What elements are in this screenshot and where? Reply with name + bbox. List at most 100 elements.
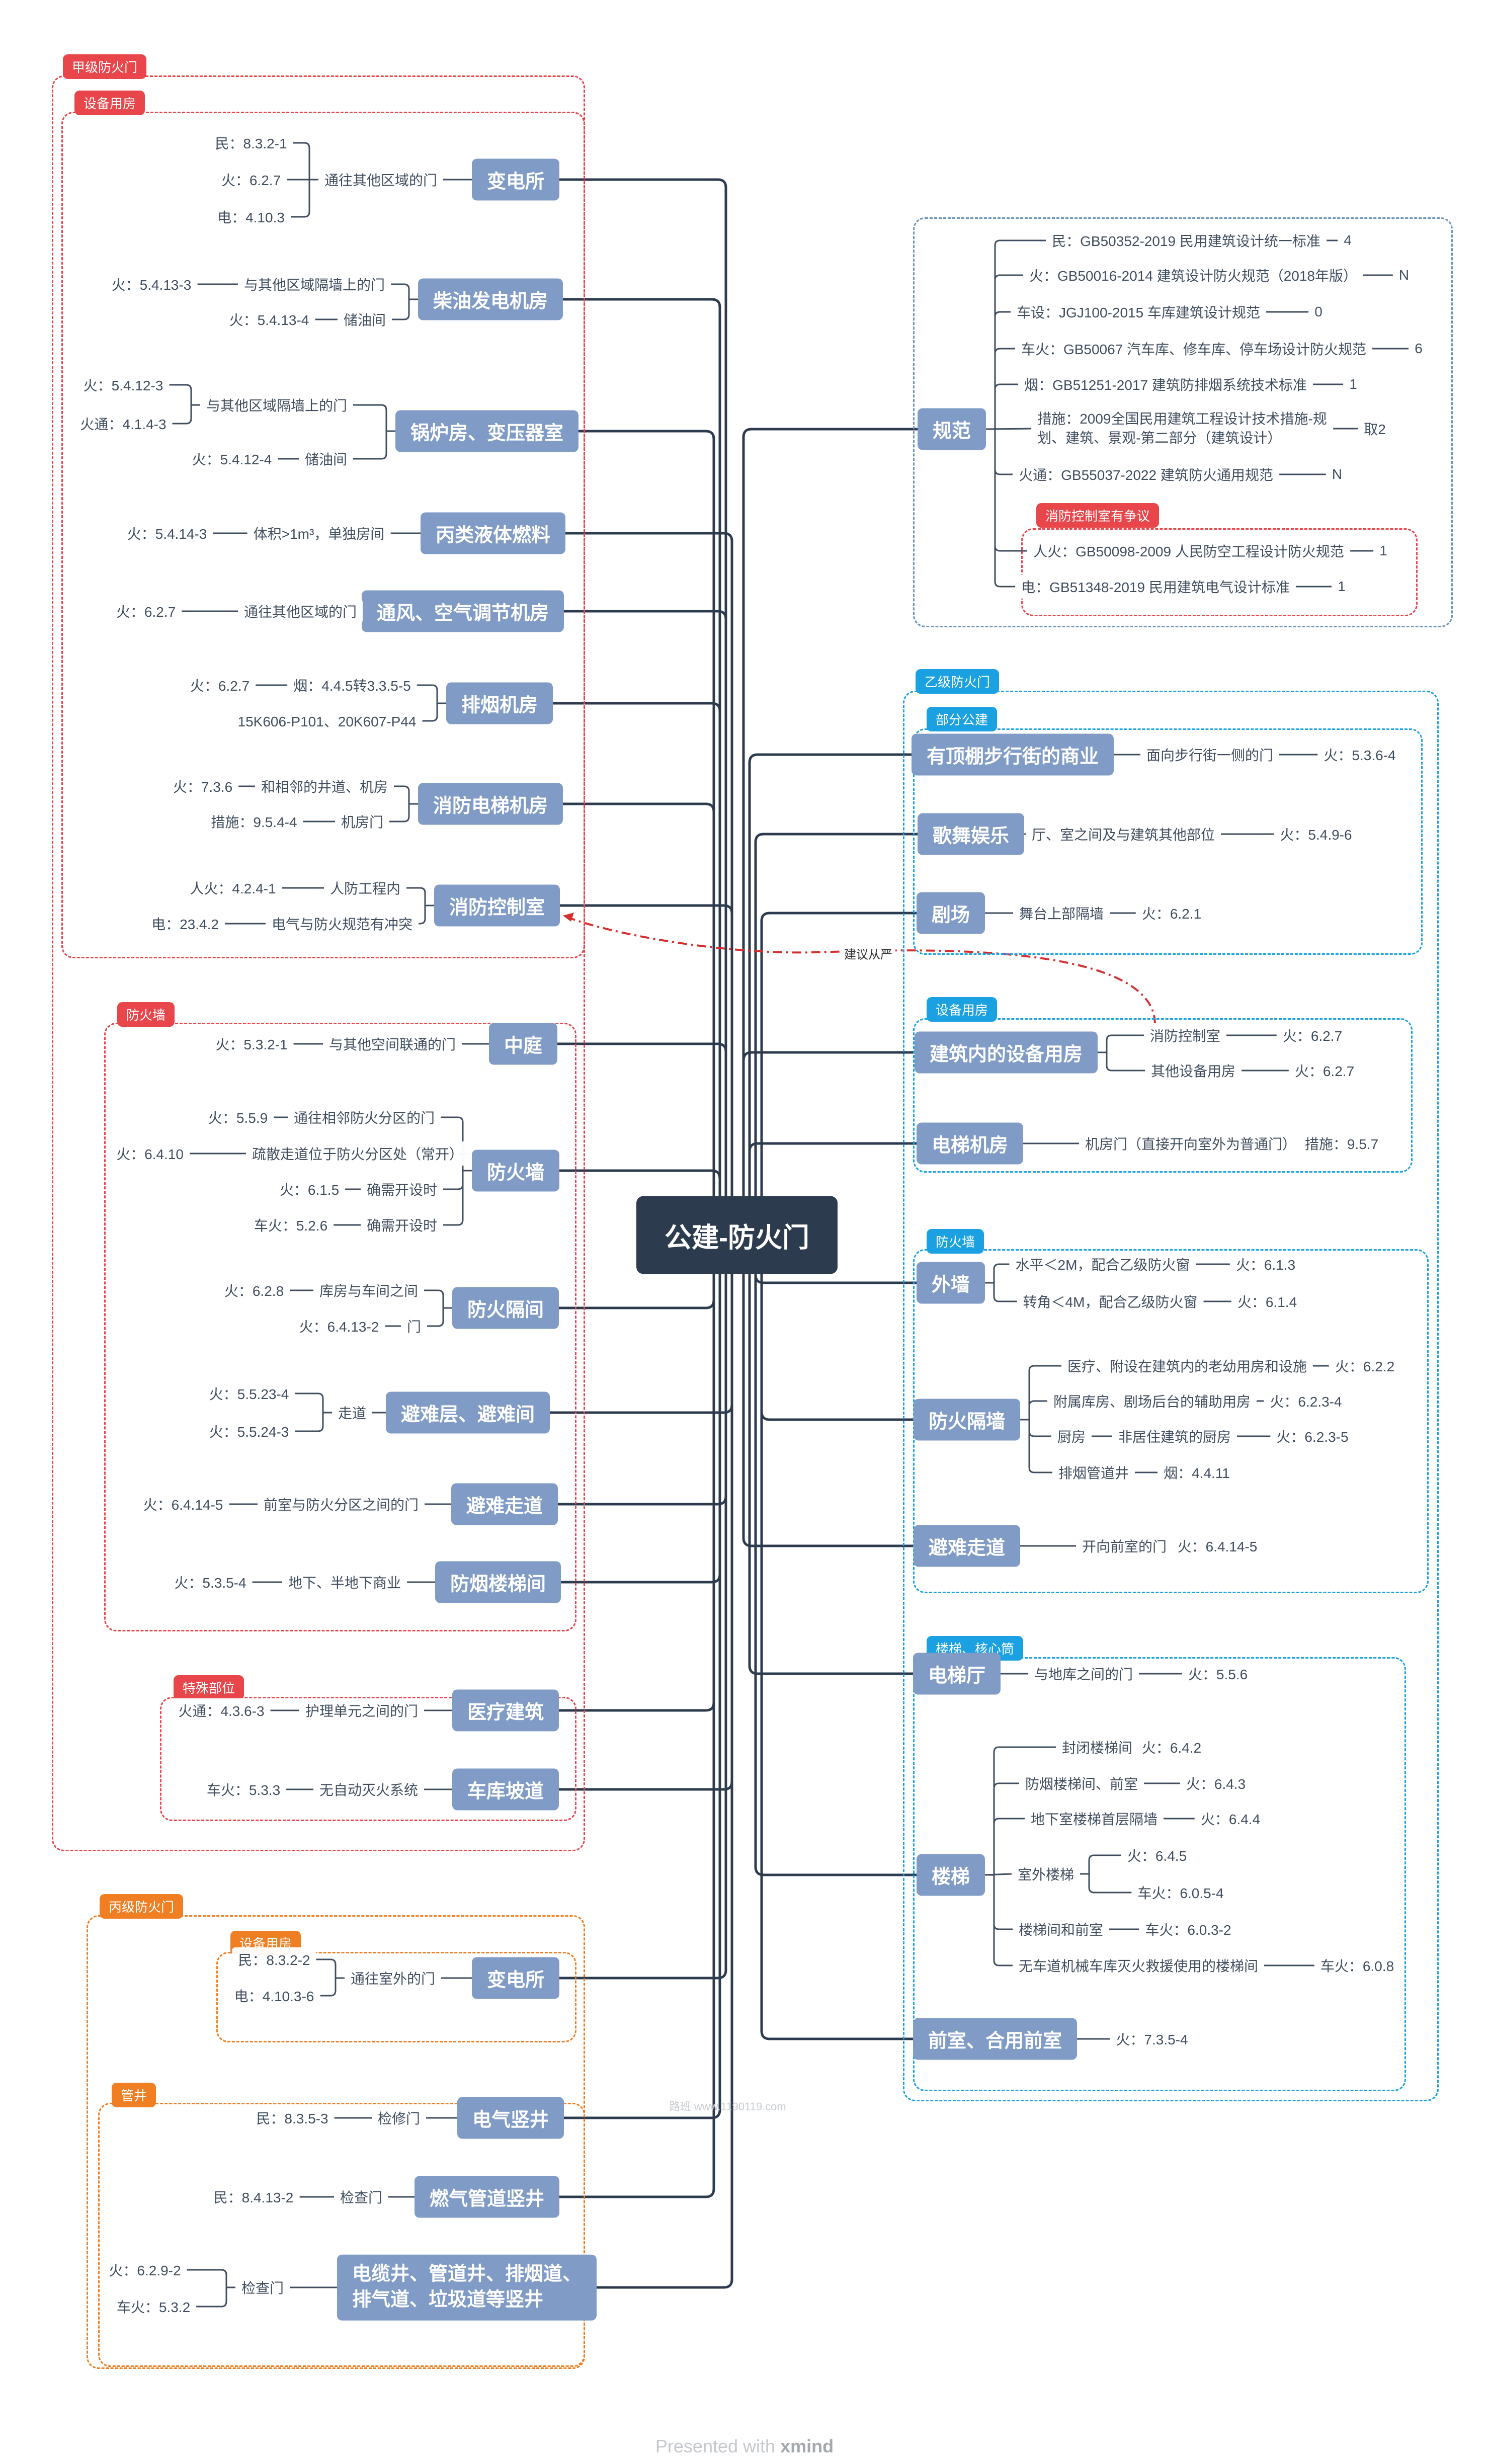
subtopic-t2b1[interactable]: 火：5.4.13-4	[223, 307, 315, 332]
subtopic-r4b1[interactable]: 火：6.2.7	[1288, 1058, 1361, 1083]
subtopic-r10c1[interactable]: 火：6.4.4	[1194, 1806, 1267, 1831]
subtopic-r7c2[interactable]: 火：6.2.3-5	[1270, 1424, 1355, 1448]
subtopic-t8b1[interactable]: 电：23.4.2	[145, 912, 225, 936]
subtopic-t6b[interactable]: 15K606-P101、20K607-P44	[231, 709, 423, 733]
subtopic-t19a[interactable]: 检查门	[334, 2185, 389, 2209]
boundary-label[interactable]: 管井	[112, 2083, 156, 2107]
main-topic-t10[interactable]: 防火墙	[471, 1149, 560, 1192]
subtopic-r10d2[interactable]: 车火：6.0.5-4	[1131, 1880, 1230, 1905]
subtopic-t10c1[interactable]: 火：6.1.5	[273, 1177, 346, 1201]
subtopic-r3a[interactable]: 舞台上部隔墙	[1013, 901, 1110, 925]
subtopic-t20a2[interactable]: 车火：5.3.2	[110, 2294, 197, 2319]
subtopic-t10d[interactable]: 确需开设时	[360, 1213, 444, 1237]
main-topic-t13[interactable]: 避难走道	[451, 1483, 558, 1525]
subtopic-r7d[interactable]: 排烟管道井	[1052, 1460, 1135, 1485]
subtopic-r7d1[interactable]: 烟：4.4.11	[1157, 1460, 1236, 1485]
subtopic-t10a[interactable]: 通往相邻防火分区的门	[287, 1105, 441, 1129]
subtopic-r4a1[interactable]: 火：6.2.7	[1276, 1023, 1349, 1047]
subtopic-r4b[interactable]: 其他设备用房	[1144, 1058, 1242, 1083]
main-topic-r11[interactable]: 前室、合用前室	[913, 2018, 1078, 2060]
subtopic-t9a[interactable]: 与其他空间联通的门	[322, 1032, 462, 1056]
main-topic-r3[interactable]: 剧场	[916, 892, 985, 934]
subtopic-r0b[interactable]: 火：GB50016-2014 建筑设计防火规范（2018年版）	[1023, 263, 1363, 287]
main-topic-t9[interactable]: 中庭	[488, 1023, 558, 1065]
subtopic-t11a1[interactable]: 火：6.2.8	[218, 1278, 290, 1302]
boundary-label[interactable]: 设备用房	[927, 997, 998, 1022]
subtopic-t2b[interactable]: 储油间	[337, 307, 392, 332]
subtopic-r0g1[interactable]: N	[1326, 464, 1349, 484]
subtopic-t19a1[interactable]: 民：8.4.13-2	[207, 2185, 300, 2209]
subtopic-r0c1[interactable]: 0	[1308, 302, 1329, 322]
subtopic-t8a1[interactable]: 人火：4.2.4-1	[184, 876, 282, 900]
subtopic-r2a[interactable]: 厅、室之间及与建筑其他部位	[1025, 822, 1221, 846]
main-topic-r6[interactable]: 外墙	[916, 1262, 985, 1304]
subtopic-t18a[interactable]: 检修门	[371, 2106, 427, 2130]
subtopic-r8a[interactable]: 开向前室的门	[1076, 1534, 1173, 1558]
subtopic-r0a1[interactable]: 4	[1338, 230, 1358, 251]
subtopic-r7c[interactable]: 厨房	[1051, 1424, 1092, 1448]
subtopic-r4a[interactable]: 消防控制室	[1143, 1023, 1227, 1047]
main-topic-t6[interactable]: 排烟机房	[446, 682, 553, 724]
subtopic-r8a1[interactable]: 火：6.4.14-5	[1171, 1534, 1264, 1558]
subtopic-r1a1[interactable]: 火：5.3.6-4	[1317, 743, 1402, 767]
main-topic-t7[interactable]: 消防电梯机房	[418, 783, 563, 825]
boundary-label[interactable]: 特殊部位	[174, 1675, 244, 1700]
subtopic-r6a[interactable]: 水平＜2M，配合乙级防火窗	[1009, 1252, 1196, 1276]
subtopic-r9a[interactable]: 与地库之间的门	[1028, 1662, 1139, 1686]
subtopic-t2a[interactable]: 与其他区域隔墙上的门	[237, 272, 391, 296]
subtopic-t14a1[interactable]: 火：5.3.5-4	[168, 1570, 253, 1594]
subtopic-t3a1[interactable]: 火：5.4.12-3	[77, 373, 170, 397]
subtopic-r0f1[interactable]: 取2	[1358, 417, 1392, 441]
subtopic-t17a1[interactable]: 民：8.3.2-2	[232, 1947, 316, 1972]
subtopic-r11a[interactable]: 火：7.3.5-4	[1110, 2027, 1194, 2051]
main-topic-r4[interactable]: 建筑内的设备用房	[914, 1031, 1098, 1074]
subtopic-t1a2[interactable]: 火：6.2.7	[215, 168, 287, 192]
subtopic-t20a[interactable]: 检查门	[235, 2275, 290, 2299]
main-topic-r9[interactable]: 电梯厅	[913, 1653, 1001, 1695]
subtopic-t9a1[interactable]: 火：5.3.2-1	[209, 1032, 294, 1056]
main-topic-r10[interactable]: 楼梯	[916, 1854, 985, 1896]
subtopic-t6a1[interactable]: 火：6.2.7	[184, 673, 256, 697]
subtopic-t17a2[interactable]: 电：4.10.3-6	[228, 1984, 320, 2008]
subtopic-r10e[interactable]: 楼梯间和前室	[1012, 1917, 1110, 1941]
subtopic-t3a[interactable]: 与其他区域隔墙上的门	[200, 393, 354, 417]
boundary-label[interactable]: 乙级防火门	[916, 669, 1000, 694]
subtopic-r0c[interactable]: 车设：JGJ100-2015 车库建筑设计规范	[1011, 300, 1266, 324]
subtopic-t12a[interactable]: 走道	[332, 1401, 373, 1425]
main-topic-t20[interactable]: 电缆井、管道井、排烟道、 排气道、垃圾道等竖井	[337, 2254, 597, 2321]
subtopic-t10a1[interactable]: 火：5.5.9	[202, 1105, 274, 1129]
subtopic-t3b[interactable]: 储油间	[298, 447, 354, 471]
boundary-label[interactable]: 丙级防火门	[100, 1894, 184, 1919]
root-topic[interactable]: 公建-防火门	[636, 1196, 838, 1274]
subtopic-t1a1[interactable]: 民：8.3.2-1	[209, 131, 293, 155]
main-topic-t17[interactable]: 变电所	[471, 1957, 560, 1999]
subtopic-t4a1[interactable]: 火：5.4.14-3	[121, 521, 213, 545]
subtopic-t8a[interactable]: 人防工程内	[323, 876, 407, 900]
subtopic-r5a1[interactable]: 措施：9.5.7	[1298, 1131, 1385, 1156]
subtopic-r10c[interactable]: 地下室楼梯首层隔墙	[1024, 1806, 1164, 1831]
subtopic-r10f[interactable]: 无车道机械车库灭火救援使用的楼梯间	[1012, 1953, 1265, 1978]
subtopic-t13a1[interactable]: 火：6.4.14-5	[137, 1492, 229, 1516]
subtopic-t10b1[interactable]: 火：6.4.10	[110, 1141, 190, 1166]
subtopic-r10a[interactable]: 封闭楼梯间	[1055, 1735, 1139, 1759]
subtopic-r6a1[interactable]: 火：6.1.3	[1229, 1252, 1302, 1276]
boundary-label[interactable]: 部分公建	[927, 707, 998, 731]
main-topic-r1[interactable]: 有顶棚步行街的商业	[911, 733, 1114, 776]
subtopic-r2a1[interactable]: 火：5.4.9-6	[1274, 822, 1358, 846]
subtopic-r7b[interactable]: 附属库房、剧场后台的辅助用房	[1047, 1389, 1257, 1413]
subtopic-t11a[interactable]: 库房与车间之间	[313, 1278, 425, 1302]
subtopic-r0d[interactable]: 车火：GB50067 汽车库、修车库、停车场设计防火规范	[1015, 337, 1373, 361]
subtopic-t15a[interactable]: 护理单元之间的门	[299, 1698, 425, 1722]
main-topic-t8[interactable]: 消防控制室	[434, 884, 560, 927]
subtopic-t18a1[interactable]: 民：8.3.5-3	[250, 2106, 335, 2130]
main-topic-r5[interactable]: 电梯机房	[916, 1122, 1024, 1165]
subtopic-r9a1[interactable]: 火：5.5.6	[1182, 1662, 1254, 1686]
main-topic-t3[interactable]: 锅炉房、变压器室	[395, 410, 579, 452]
main-topic-t1[interactable]: 变电所	[471, 158, 560, 201]
main-topic-r2[interactable]: 歌舞娱乐	[917, 813, 1025, 855]
subtopic-r10d[interactable]: 室外楼梯	[1011, 1862, 1081, 1886]
subtopic-t11b[interactable]: 门	[400, 1314, 428, 1338]
main-topic-t4[interactable]: 丙类液体燃料	[420, 512, 566, 554]
main-topic-r0[interactable]: 规范	[917, 408, 986, 450]
subtopic-t2a1[interactable]: 火：5.4.13-3	[105, 272, 198, 296]
